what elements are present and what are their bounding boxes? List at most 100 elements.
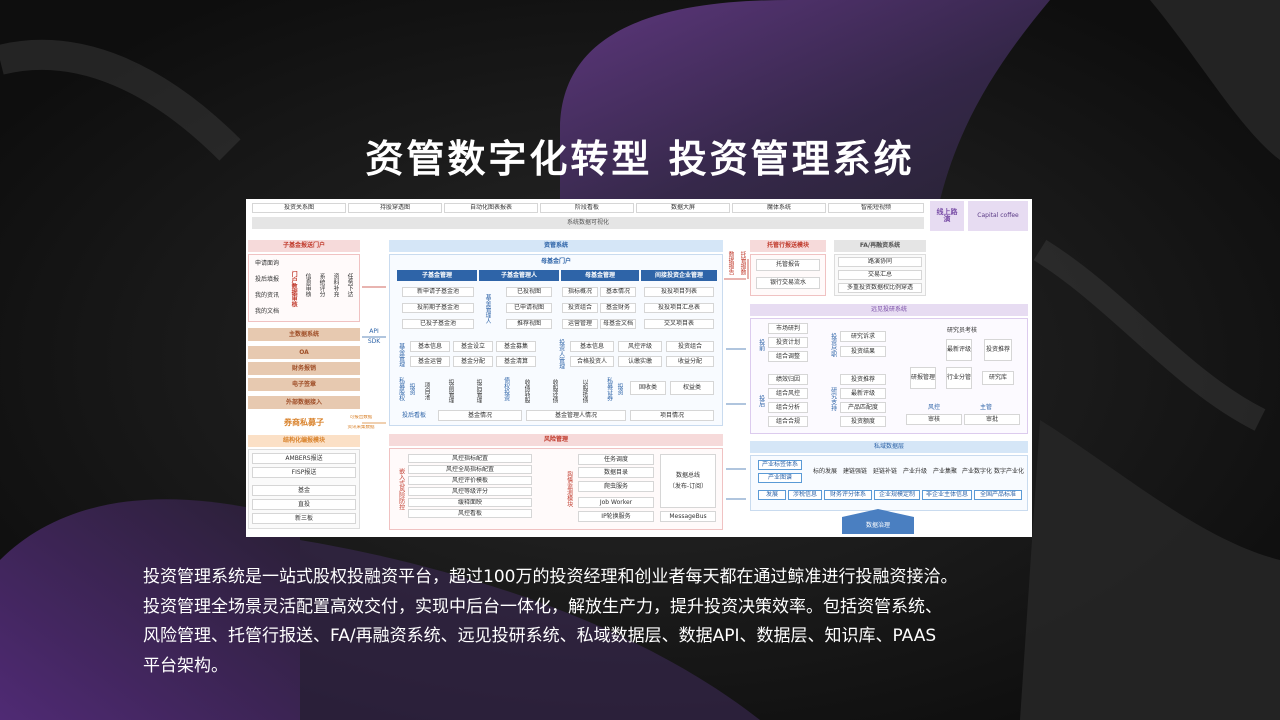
struct-item: 新三板 <box>252 513 356 524</box>
flow-label: 投资尽职 <box>829 333 837 357</box>
equity-item: 投后管理 <box>475 379 482 403</box>
mother-item: 投资组合 <box>562 303 598 313</box>
securities-pe: 券商私募子 <box>284 418 324 427</box>
securities-sub: 投资 <box>616 383 623 395</box>
fund-mgmt-label: 基金管理 <box>397 343 405 367</box>
private-col: 延链补链 <box>872 468 897 475</box>
investor-item: 基本信息 <box>570 341 614 352</box>
struct-item: 直投 <box>252 499 356 510</box>
equity-item: 项目池 <box>423 382 430 400</box>
pre-item: 市场研判 <box>768 323 808 334</box>
research-mid-item: 投资推荐 <box>984 339 1012 361</box>
fa-item: 多重投资数据权比例穿透 <box>838 283 922 293</box>
indirect-item: 投投项目汇总表 <box>644 303 714 313</box>
private-col: 产业升级 <box>902 468 927 475</box>
fund-mgmt-item: 基金设立 <box>453 341 493 352</box>
sentiment-item: 爬虫服务 <box>578 481 654 492</box>
api-label: API <box>369 328 379 335</box>
sub-manager-item: 已投视图 <box>506 287 552 297</box>
tab-item: 投资关系图 <box>252 203 346 213</box>
indirect-item: 交叉项目表 <box>644 319 714 329</box>
sub-portal-item: 我的资讯 <box>254 292 279 299</box>
embedded-item: 风控评价模板 <box>408 476 532 485</box>
embedded-item: 缓释面映 <box>408 498 532 507</box>
sentiment-item: Job Worker <box>578 497 654 508</box>
arrow-note: 资讯采集数据 <box>347 425 375 431</box>
board-item: 项目情况 <box>630 410 714 421</box>
private-tag: 产业图谱 <box>758 473 802 483</box>
embedded-item: 风控等级评分 <box>408 487 532 496</box>
mother-item: 指标概况 <box>562 287 598 297</box>
debt-item: 以股抵债 <box>581 379 588 403</box>
sub-manager-item: 推荐视图 <box>506 319 552 329</box>
pre-label: 投前 <box>757 339 765 351</box>
sdk-label: SDK <box>367 338 381 345</box>
sentiment-item: IP轮换服务 <box>578 511 654 522</box>
tab-item: 阶段看板 <box>540 203 634 213</box>
private-bottom: 涉税信息 <box>788 490 822 500</box>
capital-coffee: Capital coffee <box>968 201 1028 231</box>
flow-item: 投资结果 <box>840 346 886 357</box>
post-item: 组合风控 <box>768 388 808 399</box>
tab-item: 智能短视频 <box>828 203 924 213</box>
sub-manager-item: 已申请视图 <box>506 303 552 313</box>
asset-header: 间接投资企业管理 <box>641 270 717 281</box>
embedded-item: 风控指标配置 <box>408 454 532 463</box>
researcher-ref: 研究员考核 <box>946 327 977 334</box>
post-item: 组合合规 <box>768 416 808 427</box>
left-data-item: 电子签章 <box>248 378 360 391</box>
pre-item: 组合调整 <box>768 351 808 362</box>
architecture-diagram: 投资关系图 持股穿透图 自动化图表报表 阶段看板 数据大屏 魔体系统 智能短视频… <box>246 199 1032 537</box>
debt-item: 收股还债 <box>551 379 558 403</box>
equity-item: 投前管理 <box>447 379 454 403</box>
description-line: 风险管理、托管行报送、FA/再融资系统、远见投研系统、私域数据层、数据API、数… <box>143 626 937 646</box>
private-bottom: 非企业主体信息 <box>922 490 972 500</box>
research-title: 远见投研系统 <box>750 304 1028 316</box>
struct-title: 结构化编报模块 <box>248 435 360 447</box>
data-bus: 数据总线 <box>675 471 700 479</box>
indirect-item: 投投项目列表 <box>644 287 714 297</box>
post-item: 组合分析 <box>768 402 808 413</box>
tab-item: 数据大屏 <box>636 203 730 213</box>
portal-col: 系统评分 <box>318 273 325 297</box>
fa-item: 路演协同 <box>838 257 922 267</box>
mother-item: 基金财务 <box>600 303 636 313</box>
flow-label: 研究支持 <box>829 387 837 411</box>
mother-item: 基本情况 <box>600 287 636 297</box>
asset-header: 母基金管理 <box>561 270 639 281</box>
risk-mgmt-title: 风险管理 <box>389 434 723 446</box>
struct-item: FISP报送 <box>252 467 356 478</box>
left-data-item: 外部数据接入 <box>248 396 360 409</box>
fund-mgmt-item: 基金募集 <box>496 341 536 352</box>
embedded-item: 风控看板 <box>408 509 532 518</box>
asset-system-box <box>389 254 723 426</box>
risk-label: 风控 <box>927 403 940 411</box>
sub-fund-item: 新申请子基金池 <box>402 287 474 297</box>
mother-portal: 母基金门户 <box>540 258 571 265</box>
pre-item: 投资计划 <box>768 337 808 348</box>
private-data-title: 私域数据层 <box>750 441 1028 453</box>
slide-description: 投资管理系统是一站式股权投融资平台，超过100万的投资经理和创业者每天都在通过鲸… <box>143 563 1143 681</box>
left-data-item: 财务报销 <box>248 362 360 375</box>
tab-item: 持股穿透图 <box>348 203 442 213</box>
private-bottom: 发展 <box>758 490 786 500</box>
flow-item: 产品匹配度 <box>840 402 886 413</box>
data-governance: 数据治理 <box>842 517 914 534</box>
sub-fund-item: 投前期子基金池 <box>402 303 474 313</box>
struct-item: 基金 <box>252 485 356 496</box>
arrow-note: 可报出数据 <box>349 415 373 421</box>
asset-header: 子基金管理 <box>397 270 477 281</box>
description-line: 平台架构。 <box>143 655 228 676</box>
securities-label: 私募证券 <box>605 377 613 401</box>
flow-item: 研究诉求 <box>840 331 886 342</box>
viz-bar: 系统数据可视化 <box>252 217 924 229</box>
lead-label: 主管 <box>979 403 992 411</box>
tab-item: 自动化图表报表 <box>444 203 538 213</box>
side-label: 托管报数 <box>739 251 746 275</box>
equity-label: 私募股权 <box>397 377 405 401</box>
custody-title: 托管行报送模块 <box>750 240 826 252</box>
research-mid-item: 最新评级 <box>946 339 972 361</box>
investor-label: 投资人管理 <box>557 339 565 369</box>
online-roadshow: 线上路演 <box>930 201 964 231</box>
data-bus-sub: （发布-订阅） <box>668 482 708 490</box>
